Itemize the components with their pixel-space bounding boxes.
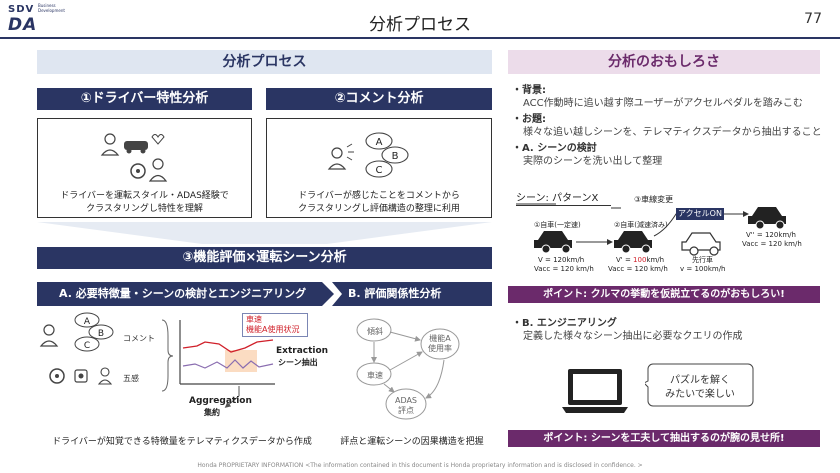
scene-diagram-svg <box>516 203 786 256</box>
page-number: 77 <box>804 11 822 27</box>
right-section-title: 分析のおもしろさ <box>508 50 820 74</box>
bullet-engineering-head: ・B. エンジニアリング <box>512 318 617 329</box>
scene-car2-v-suffix: km/h <box>646 256 665 264</box>
scene-car3-label: 先行車 <box>692 256 713 264</box>
scene-lane-change: ③車線変更 <box>634 195 674 204</box>
bullet-task-head: ・お題: <box>512 114 546 125</box>
logo-subtitle: Business Development <box>38 3 65 13</box>
comment-analysis-box: A B C ドライバーが感じたことをコメントから クラスタリングし評価構造の整理… <box>266 118 492 218</box>
sub-b-arrow <box>332 282 492 306</box>
aggregation-en: Aggregation <box>189 396 252 406</box>
scene-car1-label: ①自車(一定速) <box>534 221 581 229</box>
bullet-scene-body: 実際のシーンを洗い出して整理 <box>523 156 663 167</box>
comment-bubble-b: B <box>392 151 399 162</box>
driver-trait-title: ①ドライバー特性分析 <box>37 88 252 110</box>
bullet-engineering-body: 定義した様々なシーン抽出に必要なクエリの作成 <box>523 331 743 342</box>
sub-a-arrow <box>37 282 334 306</box>
extraction-en: Extraction <box>276 346 329 356</box>
bullet-background-body: ACC作動時に追い越す際ユーザーがアクセルペダルを踏みこむ <box>523 98 803 109</box>
comment-bubbles-icon: A B C <box>327 132 409 178</box>
scene-car2-v: V' = 100km/h <box>616 256 664 265</box>
extraction-ja: シーン抽出 <box>278 358 318 367</box>
aggregation-ja: 集約 <box>204 408 220 417</box>
chart-label-func: 機能A使用状況 <box>246 325 300 334</box>
perception-icons: A B C <box>39 312 114 385</box>
causal-graph <box>356 318 460 420</box>
scene-title: シーン: パターンX <box>516 192 611 206</box>
func-eval-title: ③機能評価×運転シーン分析 <box>37 247 492 269</box>
scene-car2-v-prefix: V' = <box>616 256 634 264</box>
puzzle-line-1: パズルを解く <box>670 375 730 386</box>
chart-label-speed: 車速 <box>246 315 262 324</box>
scene-car4-vacc: Vacc = 120 km/h <box>742 240 802 248</box>
scene-car3-v: v = 100km/h <box>680 265 726 273</box>
comment-bubble-c: C <box>376 165 383 176</box>
logo-sdv: SDV <box>8 4 35 15</box>
func-eval-caption-a: ドライバーが知覚できる特徴量をテレマティクスデータから作成 <box>52 437 312 447</box>
driver-trait-caption-2: クラスタリングし特性を理解 <box>86 204 203 214</box>
node-speed: 車速 <box>367 371 383 380</box>
label-senses: 五感 <box>123 374 139 383</box>
bullet-background-head: ・背景: <box>512 85 546 96</box>
node-func-usage: 機能A使用率 <box>428 334 452 353</box>
header-divider <box>0 37 840 39</box>
perception-bubble-a: A <box>84 317 91 327</box>
perception-bubble-c: C <box>84 341 90 351</box>
driver-trait-box: ドライバーを運転スタイル・ADAS経験で クラスタリングし特性を理解 <box>37 118 252 218</box>
scene-car1-v: V = 120km/h <box>538 256 585 264</box>
page-title: 分析プロセス <box>369 15 471 35</box>
sub-a-title: A. 必要特徴量・シーンの検討とエンジニアリング <box>59 287 307 300</box>
scene-car4-v: V'' = 120km/h <box>746 231 796 239</box>
logo-da: DA <box>8 15 38 35</box>
driver-trait-caption-1: ドライバーを運転スタイル・ADAS経験で <box>60 191 229 201</box>
scene-car2-label: ②自車(減速済み) <box>614 221 668 229</box>
comment-caption-2: クラスタリングし評価構造の整理に利用 <box>298 204 460 214</box>
footer-confidential: Honda PROPRIETARY INFORMATION <The infor… <box>197 462 643 469</box>
scene-diagram: シーン: パターンX ③車線変更 アクセルON ①自車(一定速) ②自車(減速済… <box>516 190 816 278</box>
scene-car2-v-number: 100 <box>633 256 647 264</box>
bullet-task-body: 様々な追い越しシーンを、テレマティクスデータから抽出すること <box>523 127 822 138</box>
comment-analysis-title: ②コメント分析 <box>266 88 492 110</box>
comment-bubble-a: A <box>376 137 383 148</box>
scene-car2-vacc: Vacc = 120 km/h <box>608 265 668 273</box>
node-slope: 傾斜 <box>367 327 383 336</box>
chart-legend: 車速 機能A使用状況 <box>242 313 308 337</box>
speech-bubble-icon <box>645 363 754 407</box>
node-adas-score: ADAS評点 <box>394 396 418 415</box>
bracket-icon <box>161 319 174 392</box>
driver-illustration-icon <box>100 133 168 182</box>
left-section-title: 分析プロセス <box>37 50 492 74</box>
laptop-icon <box>562 369 628 413</box>
label-comment: コメント <box>123 334 155 343</box>
scene-car1-vacc: Vacc = 120 km/h <box>534 265 594 273</box>
comment-caption-1: ドライバーが感じたことをコメントから <box>298 191 460 201</box>
bullet-scene-head: ・A. シーンの検討 <box>512 143 597 154</box>
telemetry-chart <box>179 320 275 408</box>
sub-b-title: B. 評価関係性分析 <box>348 287 442 300</box>
perception-bubble-b: B <box>98 329 104 339</box>
scene-accel-on: アクセルON <box>676 208 724 220</box>
funnel-arrow <box>37 222 492 244</box>
point-2: ポイント: シーンを工夫して抽出するのが腕の見せ所! <box>508 430 820 447</box>
func-eval-caption-b: 評点と運転シーンの因果構造を把握 <box>340 437 484 447</box>
puzzle-line-2: みたいで楽しい <box>665 389 735 400</box>
point-1: ポイント: クルマの挙動を仮説立てるのがおもしろい! <box>508 286 820 303</box>
